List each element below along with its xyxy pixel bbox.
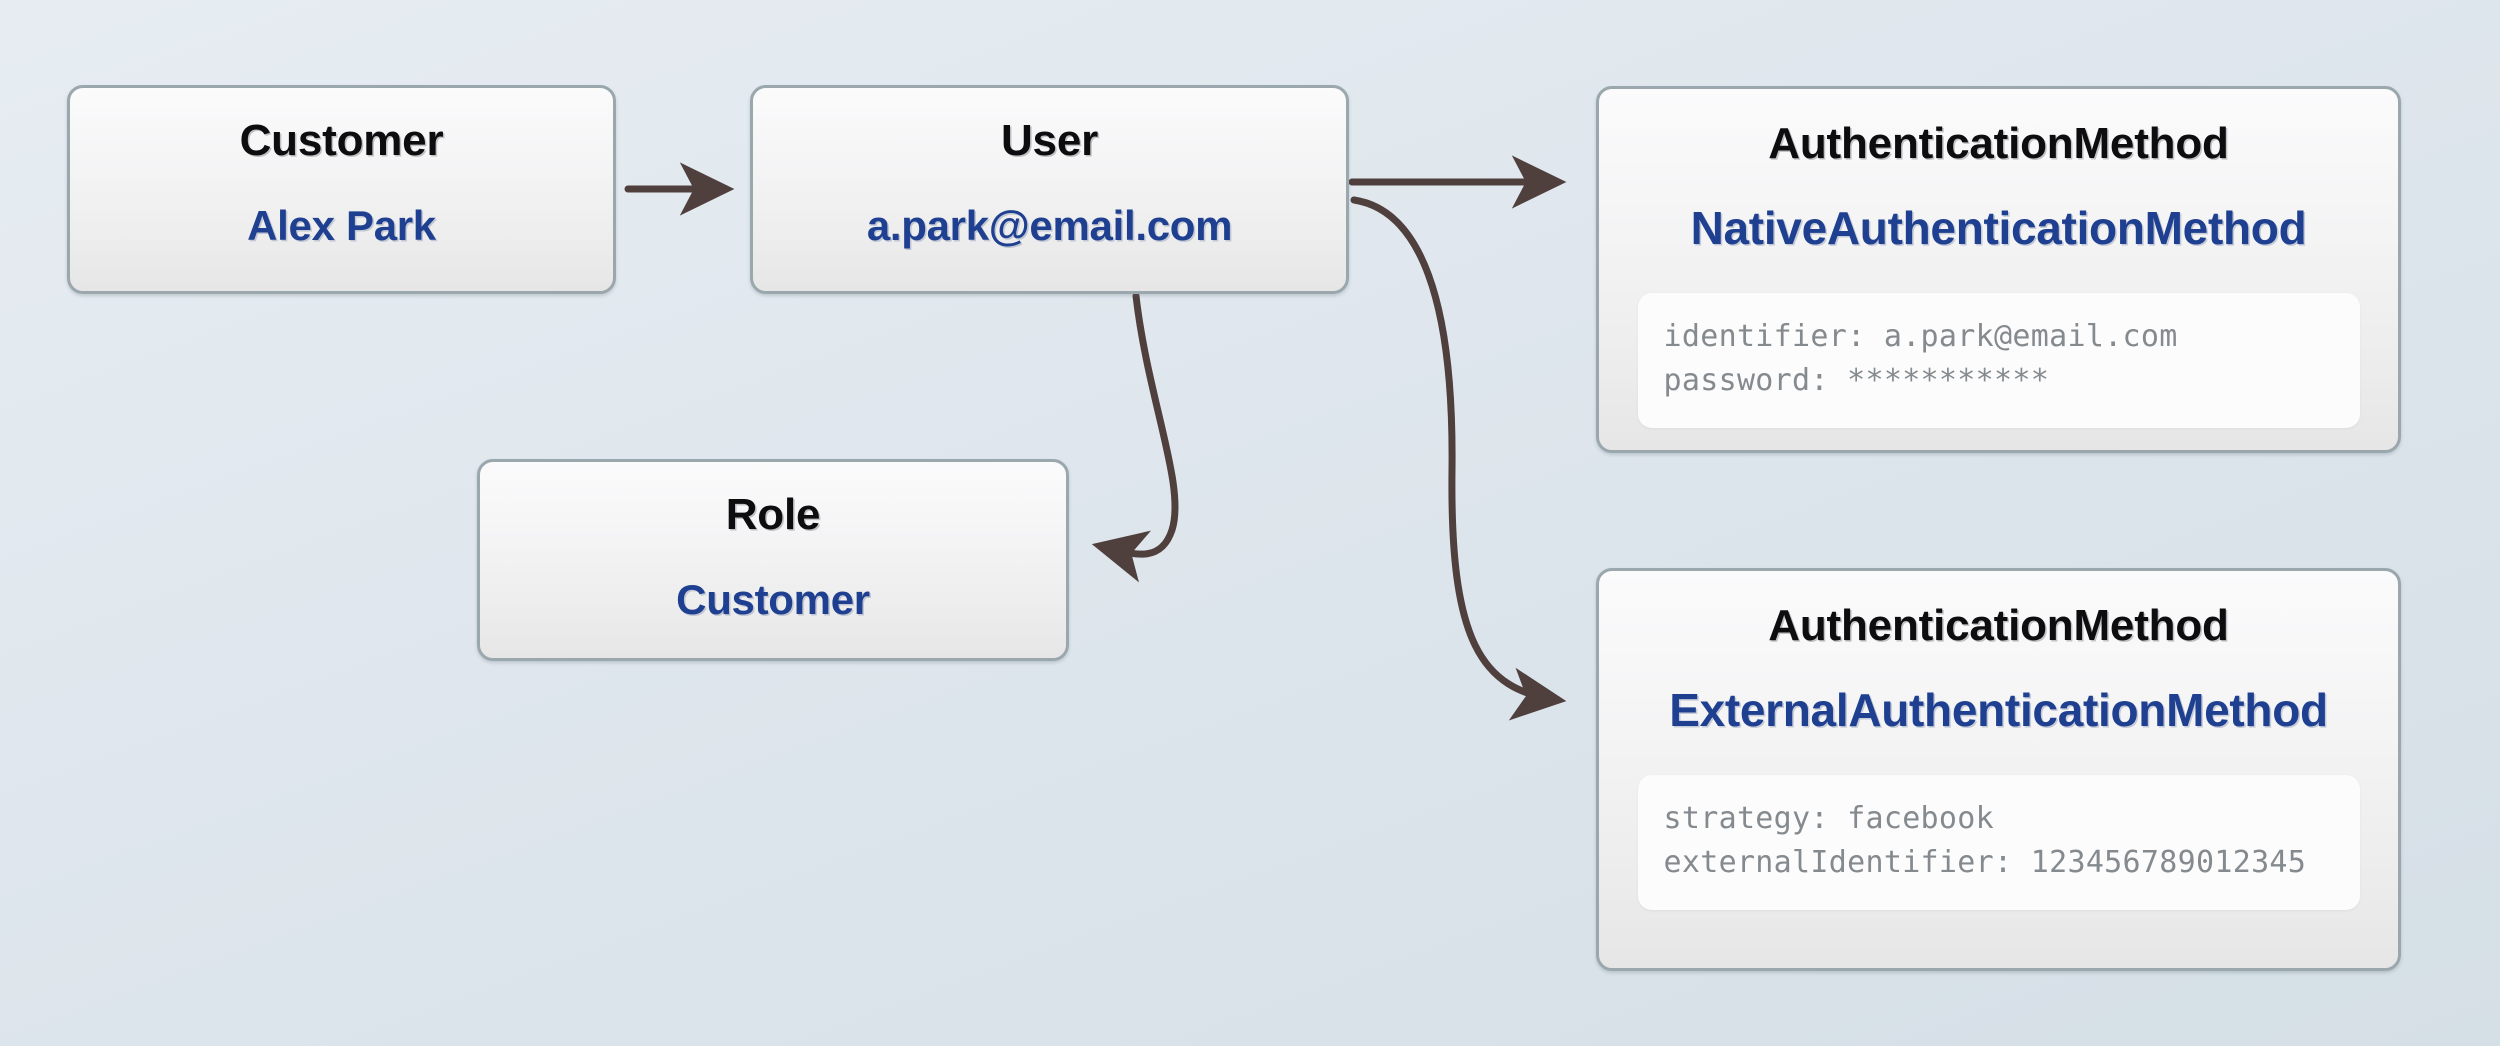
edge-user-to-role <box>1091 292 1179 583</box>
node-external-auth-name: ExternalAuthenticationMethod <box>1669 684 2328 736</box>
node-user-type: User <box>1000 116 1099 165</box>
node-customer-name: Alex Park <box>247 202 436 249</box>
node-external-auth[interactable]: AuthenticationMethod ExternalAuthenticat… <box>1596 568 2401 971</box>
node-customer-type: Customer <box>239 116 444 165</box>
attribute-password: password: *********** <box>1663 363 2050 399</box>
attribute-strategy: strategy: facebook <box>1663 801 1995 836</box>
node-role[interactable]: Role Customer <box>477 459 1069 661</box>
edge-user-to-external-auth <box>1350 196 1567 721</box>
node-native-auth-name: NativeAuthenticationMethod <box>1690 202 2307 254</box>
node-external-auth-attributes: strategy: facebook externalIdentifier: 1… <box>1637 775 2360 910</box>
node-user-name: a.park@email.com <box>866 202 1233 249</box>
node-native-auth-attributes: identifier: a.park@email.com password: *… <box>1637 293 2360 428</box>
node-role-name: Customer <box>676 576 870 623</box>
node-external-auth-type: AuthenticationMethod <box>1768 601 2229 650</box>
attribute-external-identifier: externalIdentifier: 123456789012345 <box>1663 845 2307 881</box>
attribute-identifier: identifier: a.park@email.com <box>1663 319 2178 354</box>
node-native-auth-type: AuthenticationMethod <box>1768 119 2229 168</box>
node-native-auth[interactable]: AuthenticationMethod NativeAuthenticatio… <box>1596 86 2401 453</box>
node-role-type: Role <box>725 490 821 539</box>
node-user[interactable]: User a.park@email.com <box>750 85 1349 294</box>
node-customer[interactable]: Customer Alex Park <box>67 85 616 294</box>
